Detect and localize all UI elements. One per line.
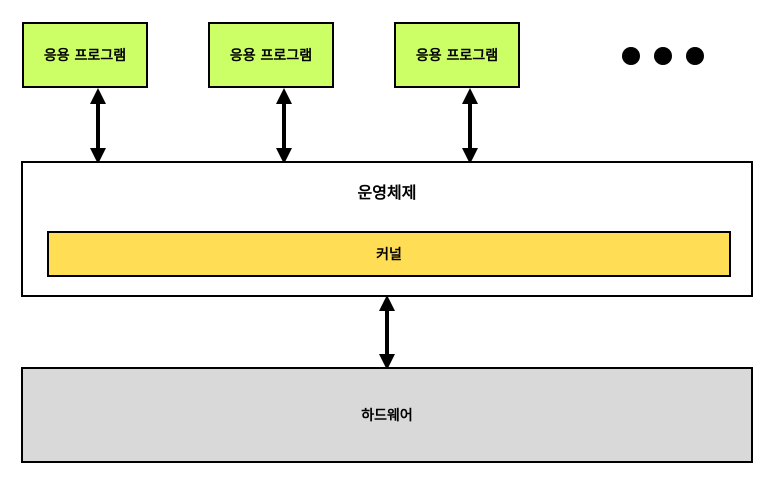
operating-system-box: 운영체제 커널 <box>21 161 753 297</box>
application-label-1: 응용 프로그램 <box>43 48 127 64</box>
kernel-box: 커널 <box>47 231 731 277</box>
ellipsis-dot-3 <box>686 47 704 65</box>
application-label-2: 응용 프로그램 <box>229 48 313 64</box>
application-box-3: 응용 프로그램 <box>394 22 520 88</box>
ellipsis-dot-2 <box>654 47 672 65</box>
kernel-label: 커널 <box>376 247 402 263</box>
operating-system-label: 운영체제 <box>357 183 417 202</box>
hardware-label: 하드웨어 <box>361 408 413 424</box>
hardware-box: 하드웨어 <box>21 367 753 463</box>
ellipsis-dot-1 <box>622 47 640 65</box>
application-box-1: 응용 프로그램 <box>22 22 148 88</box>
application-label-3: 응용 프로그램 <box>415 48 499 64</box>
application-box-2: 응용 프로그램 <box>208 22 334 88</box>
